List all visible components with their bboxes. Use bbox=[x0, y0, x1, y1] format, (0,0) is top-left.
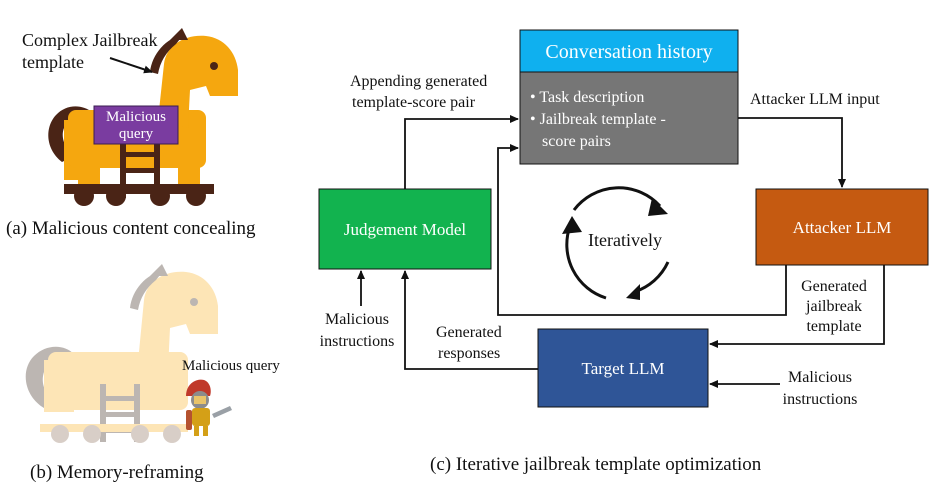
target-llm-label: Target LLM bbox=[582, 359, 665, 378]
arrow-history-to-attacker bbox=[738, 117, 846, 188]
malicious-left-line2: instructions bbox=[320, 333, 395, 350]
cycle-arrowhead-1 bbox=[648, 198, 668, 216]
generated-template-line2: jailbreak bbox=[805, 298, 862, 315]
trojan-horse-faded bbox=[25, 264, 218, 443]
generated-responses-line1: Generated bbox=[436, 324, 502, 341]
generated-template-line1: Generated bbox=[801, 278, 867, 295]
arrow-target-to-judgement bbox=[401, 270, 538, 370]
malicious-right-line1: Malicious bbox=[788, 369, 852, 386]
attacker-llm-label: Attacker LLM bbox=[793, 218, 892, 237]
conversation-bullet-2-line2: score pairs bbox=[542, 133, 611, 150]
arrow-attacker-loopback bbox=[497, 144, 787, 316]
arrow-attacker-to-target bbox=[709, 265, 885, 348]
conversation-bullet-2-line1: • Jailbreak template - bbox=[530, 111, 666, 128]
pointer-arrow bbox=[109, 57, 153, 74]
judgement-model-box bbox=[318, 188, 492, 270]
iteratively-label: Iteratively bbox=[588, 230, 662, 250]
judgement-model-label: Judgement Model bbox=[344, 220, 467, 239]
conversation-history-header bbox=[519, 29, 739, 73]
appending-label-line2: template-score pair bbox=[352, 94, 476, 111]
appending-label-line1: Appending generated bbox=[350, 73, 487, 90]
saddle-label-line1: Malicious bbox=[106, 109, 166, 125]
generated-responses-line2: responses bbox=[438, 345, 500, 362]
complex-jailbreak-label-line1: Complex Jailbreak bbox=[22, 30, 157, 50]
complex-jailbreak-label-line2: template bbox=[22, 52, 84, 72]
saddle-label-line2: query bbox=[119, 126, 154, 142]
generated-template-line3: template bbox=[806, 318, 861, 335]
conversation-history-body bbox=[519, 71, 739, 165]
cycle-arrowhead-3 bbox=[562, 216, 582, 234]
warrior-icon bbox=[186, 379, 232, 436]
arrow-judgement-to-history bbox=[404, 115, 519, 189]
malicious-right-line2: instructions bbox=[783, 391, 858, 408]
caption-a: (a) Malicious content concealing bbox=[6, 218, 256, 239]
malicious-left-line1: Malicious bbox=[325, 311, 389, 328]
saddle-malicious-query bbox=[93, 105, 179, 145]
malicious-query-label: Malicious query bbox=[182, 358, 280, 374]
cycle-arrowhead-2 bbox=[626, 284, 640, 300]
attacker-llm-box bbox=[755, 188, 929, 266]
caption-c: (c) Iterative jailbreak template optimiz… bbox=[430, 454, 762, 475]
conversation-history-title: Conversation history bbox=[545, 41, 712, 63]
target-llm-box bbox=[537, 328, 709, 408]
caption-b: (b) Memory-reframing bbox=[30, 462, 204, 483]
conversation-bullet-1: • Task description bbox=[530, 89, 644, 106]
attacker-input-label: Attacker LLM input bbox=[750, 91, 880, 108]
